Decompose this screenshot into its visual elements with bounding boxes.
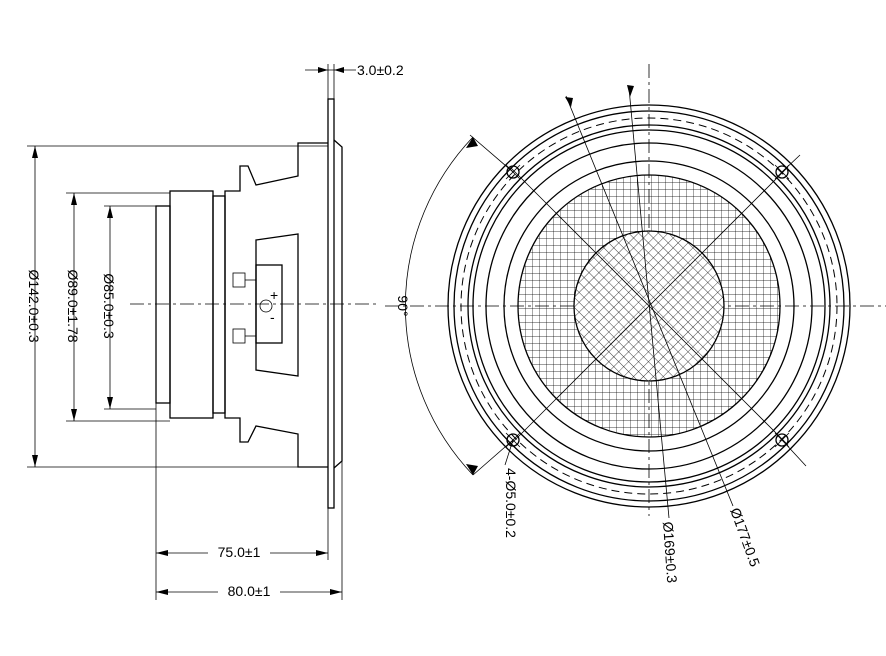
dim-cone-diameter: Ø169±0.3 <box>660 521 680 584</box>
dim-frame-diameter: Ø177±0.5 <box>727 506 763 569</box>
back-plate <box>155 205 171 404</box>
hole-axis-br <box>781 439 807 467</box>
arrow-frame-top <box>565 97 573 107</box>
frame-ring-4 <box>472 129 826 483</box>
hole-axis-tl <box>469 134 514 173</box>
frame-ring-3 <box>467 124 831 488</box>
mount-hole-tr <box>775 165 789 179</box>
leader-frame-diameter <box>565 95 734 507</box>
arrow-od-top <box>32 146 38 158</box>
terminal-block <box>255 264 283 344</box>
dim-mount-holes: 4-Ø5.0±0.2 <box>503 468 519 538</box>
surround-outer <box>485 142 813 470</box>
frame-outer-ring <box>447 104 851 508</box>
front-view: 90° 4-Ø5.0±0.2 Ø169±0.3 Ø177±0.5 <box>385 64 886 584</box>
mount-hole-bl <box>506 433 520 447</box>
spoke-ext-tr <box>741 166 789 214</box>
front-plate <box>212 195 226 414</box>
spoke-ext-br <box>741 398 789 446</box>
arrow-total-left <box>156 589 168 595</box>
terminal-window <box>255 233 299 377</box>
dim-flange-thickness: 3.0±0.2 <box>357 62 404 78</box>
arrow-plate-bottom <box>107 397 113 409</box>
arrow-angle-bottom <box>466 464 478 475</box>
basket-upper <box>224 142 328 468</box>
angle-leg-bottom <box>472 439 514 476</box>
arrow-total-right <box>330 589 342 595</box>
bolt-circle <box>460 117 838 495</box>
terminal-plus-label: + <box>270 287 278 303</box>
arrow-od-bottom <box>32 455 38 467</box>
arrow-mag-top <box>71 193 77 205</box>
arrow-mag-bottom <box>71 409 77 421</box>
mount-hole-br <box>775 433 789 447</box>
mount-hole-tl <box>506 165 520 179</box>
surround-inner <box>503 160 795 452</box>
arrow-angle-top <box>466 137 478 148</box>
terminal-lug-top <box>232 272 246 288</box>
arrow-plate-top <box>107 206 113 218</box>
angle-arc <box>405 136 474 476</box>
magnet <box>169 190 214 419</box>
arrow-flange-right <box>334 67 344 73</box>
frame-ring-2 <box>453 110 845 502</box>
terminal-lug-bottom <box>232 328 246 344</box>
arrow-flange-left <box>318 67 328 73</box>
gasket <box>333 139 343 469</box>
dim-total-depth: 80.0±1 <box>228 583 271 599</box>
hole-axis-tr <box>781 154 801 173</box>
arrow-mount-left <box>156 550 168 556</box>
leader-mount-holes <box>504 439 514 466</box>
dim-hole-angle: 90° <box>395 295 411 316</box>
dim-mount-depth: 75.0±1 <box>218 544 261 560</box>
leader-cone-diameter <box>628 87 670 519</box>
dim-magnet-diameter: Ø89.0±1.78 <box>65 269 81 342</box>
side-view: + - 3.0±0.2 Ø142.0±0.3 Ø89.0±1.78 Ø85.0±… <box>26 62 404 600</box>
arrow-cone-top <box>627 85 634 97</box>
terminal-screw <box>259 299 273 313</box>
dim-outer-diameter: Ø142.0±0.3 <box>26 269 42 342</box>
terminal-minus-label: - <box>270 309 275 325</box>
dim-mount-bg <box>208 542 270 558</box>
dim-plate-diameter: Ø85.0±0.3 <box>101 273 117 338</box>
flange <box>327 98 335 509</box>
arrow-mount-right <box>316 550 328 556</box>
dim-total-bg <box>218 581 280 597</box>
